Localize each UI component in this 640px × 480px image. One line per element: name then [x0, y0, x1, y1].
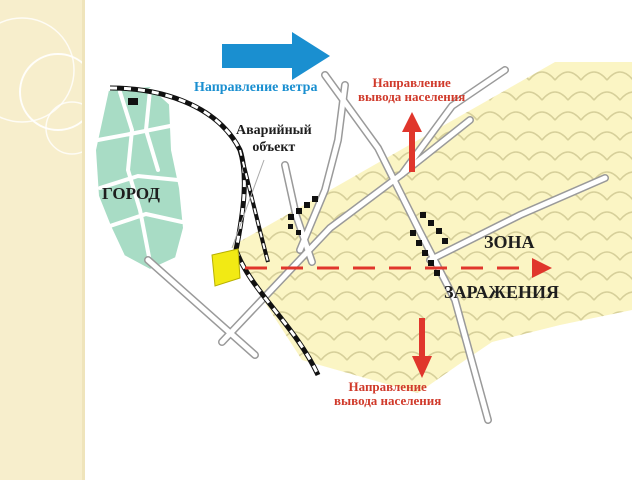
evac-bottom-line1: Направление: [348, 379, 427, 394]
zone-label-line2: ЗАРАЖЕНИЯ: [444, 282, 559, 302]
accident-object: [211, 248, 241, 287]
railway-building: [128, 98, 138, 105]
evac-bottom-line2: вывода населения: [334, 393, 442, 408]
arrow-right-icon: [222, 32, 330, 80]
roadside-buildings: [288, 196, 448, 276]
accident-line2: объект: [252, 140, 296, 155]
wind-direction-label: Направление ветра: [194, 80, 318, 95]
railway: [109, 85, 321, 377]
dashed-arrow-right-icon: [245, 258, 552, 278]
evac-top-label: Направление вывода населения: [358, 76, 465, 104]
contamination-zone: [232, 62, 632, 393]
city-label: ГОРОД: [102, 184, 160, 203]
zone-label-line1: ЗОНА: [484, 232, 535, 252]
panel-ornament: [0, 17, 82, 155]
arrow-down-icon: [412, 318, 432, 378]
evac-top-line1: Направление: [372, 75, 451, 90]
arrow-up-icon: [402, 112, 422, 172]
accident-pointer: [231, 159, 265, 249]
panel-divider: [82, 0, 85, 480]
evac-bottom-label: Направление вывода населения: [334, 380, 441, 408]
city-streets: [96, 88, 184, 264]
accident-object-label: Аварийный объект: [236, 122, 312, 156]
roads: [144, 66, 609, 424]
side-panel: [0, 0, 82, 480]
evac-top-line2: вывода населения: [358, 89, 466, 104]
accident-line1: Аварийный: [236, 123, 312, 138]
